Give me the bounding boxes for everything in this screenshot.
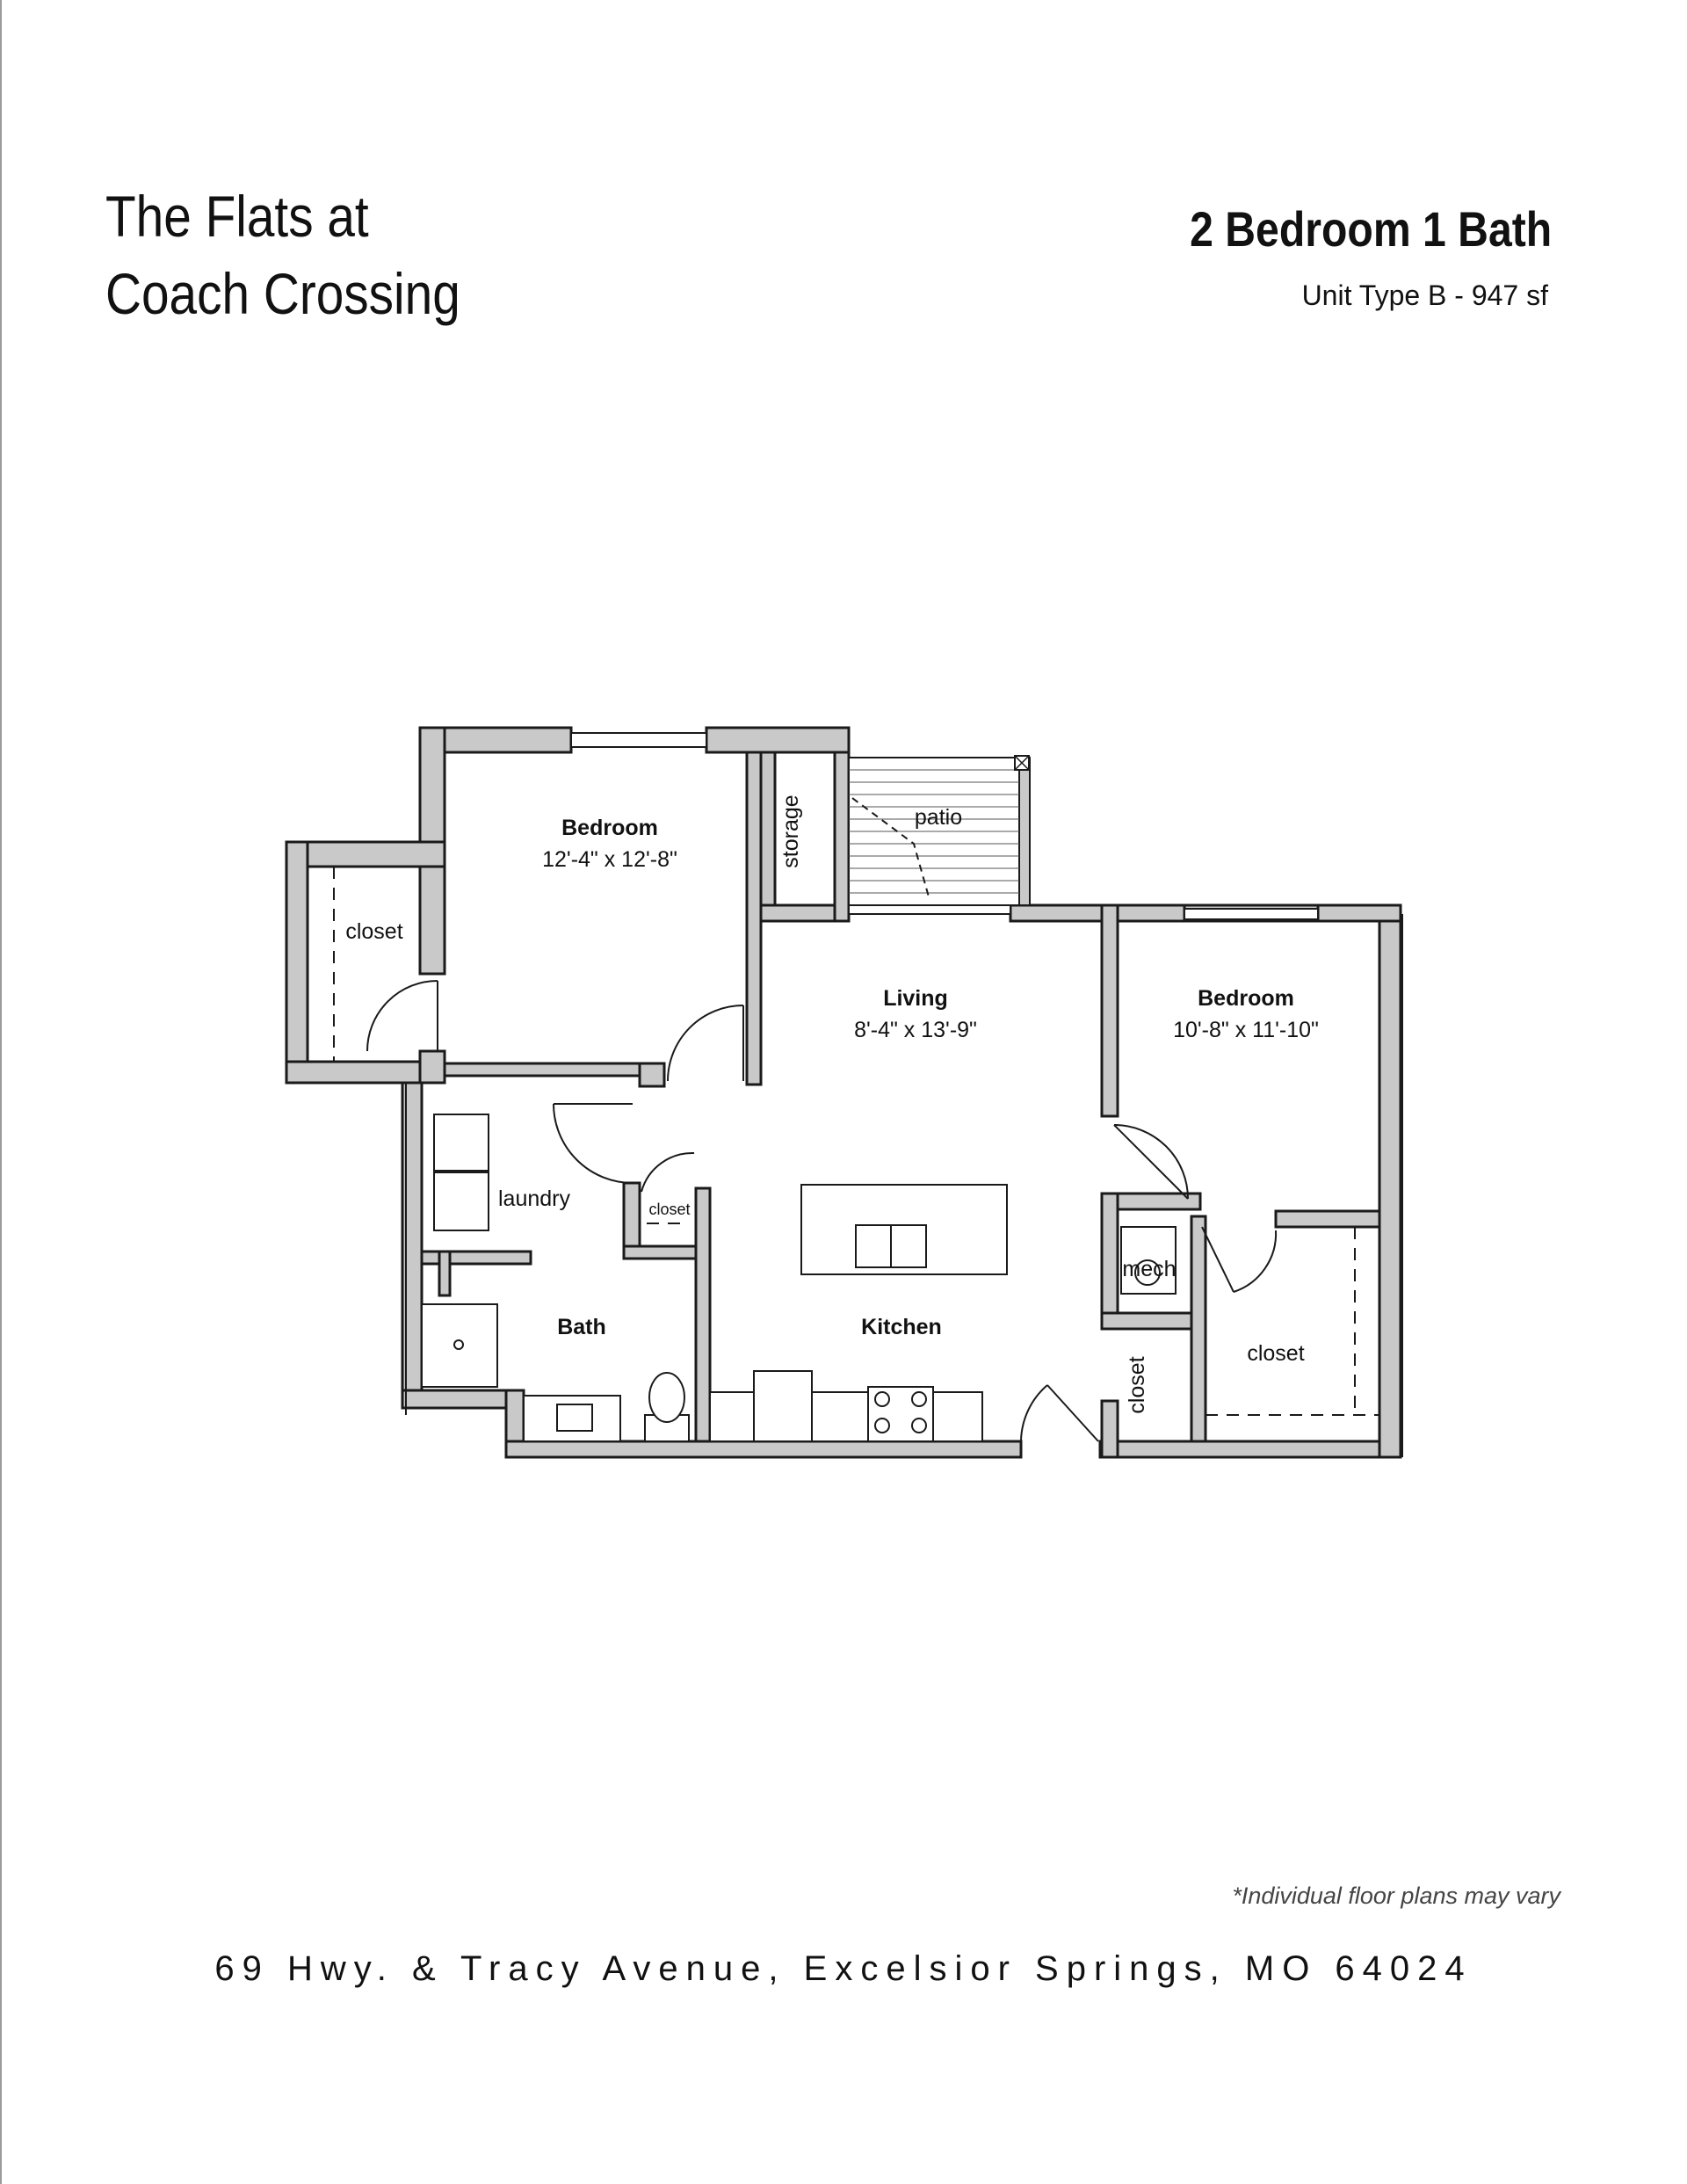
bedroom2-label: Bedroom <box>1198 986 1294 1011</box>
wall-closet-bottom <box>285 1060 446 1085</box>
page-edge <box>0 0 2 2184</box>
door-leaf-entry <box>1046 1384 1099 1442</box>
closet-vertical-label: closet <box>1125 1356 1149 1413</box>
door-leaf-mech <box>1201 1226 1234 1293</box>
door-swing-bedroom1 <box>667 1005 744 1082</box>
dishwasher <box>753 1370 813 1442</box>
toilet-tank <box>644 1414 690 1442</box>
door-swing-patio <box>851 797 930 901</box>
wall-bedroom2-top-right <box>1316 903 1402 923</box>
window-patio <box>848 904 1011 915</box>
wall-mech-bottom <box>1100 1311 1193 1331</box>
door-leaf-bedroom2 <box>1113 1124 1189 1200</box>
wall-bottom-kitchen <box>504 1440 1023 1459</box>
wall-bedroom1-bottom-left <box>443 1062 641 1077</box>
washer <box>433 1114 489 1172</box>
wall-storage-left <box>759 751 777 911</box>
patio-deck-lines <box>849 769 1019 894</box>
wall-kitchen-left <box>694 1186 712 1443</box>
patio-rail-right <box>1018 757 1031 906</box>
wall-bath-bottom-left <box>401 1389 515 1410</box>
door-swing-closet <box>366 980 438 1052</box>
windows <box>570 732 1319 920</box>
bedroom1-label: Bedroom <box>561 816 658 840</box>
door-swing-right-closet <box>1233 1230 1278 1293</box>
wall-closet-top <box>285 840 446 868</box>
disclaimer: *Individual floor plans may vary <box>1232 1883 1560 1909</box>
wall-bedroom2-top-left <box>1116 903 1186 923</box>
wall-bedroom1-bottom-stub <box>638 1062 666 1088</box>
wall-bedroom1-right <box>745 751 763 1086</box>
wall-bedroom2-right <box>1378 919 1402 1459</box>
bedroom2-dims: 10'-8" x 11'-10" <box>1173 1018 1319 1042</box>
living-label: Living <box>883 986 948 1011</box>
wall-inner-lines <box>405 914 1403 1457</box>
door-swing-bedroom2 <box>1113 1124 1189 1200</box>
kitchen-counter <box>709 1391 983 1442</box>
bathroom-sink <box>556 1404 593 1432</box>
bath-label: Bath <box>557 1315 606 1339</box>
wall-shower-left <box>438 1250 452 1297</box>
dryer <box>433 1172 489 1231</box>
door-swing-entry <box>1020 1384 1048 1442</box>
small-closet-label: closet <box>648 1201 690 1218</box>
vanity <box>523 1395 621 1442</box>
property-title-line1: The Flats at <box>105 184 369 249</box>
patio <box>848 755 1031 906</box>
patio-label: patio <box>915 805 962 830</box>
living-dims: 8'-4" x 13'-9" <box>854 1018 977 1042</box>
unit-name: 2 Bedroom 1 Bath <box>1189 201 1552 257</box>
wall-mech-left <box>1100 1192 1119 1331</box>
wall-bottom-right <box>1098 1440 1402 1459</box>
fixtures <box>421 1114 1177 1442</box>
storage-label: storage <box>778 795 803 867</box>
wall-storage-right <box>833 751 851 923</box>
wall-closet-right-left <box>1190 1215 1207 1443</box>
wall-bedroom2-left <box>1100 903 1119 1118</box>
property-title-line2: Coach Crossing <box>105 261 460 326</box>
walls <box>285 726 1402 1459</box>
laundry-label: laundry <box>498 1186 570 1211</box>
bedroom1-dims: 12'-4" x 12'-8" <box>542 847 677 872</box>
property-title: The Flats at Coach Crossing <box>105 178 460 332</box>
window-bedroom2 <box>1184 908 1319 920</box>
wall-closet-door-jamb <box>418 1049 446 1085</box>
wall-bedroom1-top-right <box>705 726 851 754</box>
closet-dashed-lines <box>333 867 1379 1416</box>
wall-closet-left <box>285 840 309 1085</box>
wall-closet-right-top <box>1274 1209 1381 1229</box>
window-bedroom1 <box>570 732 707 748</box>
wall-closet-vertical-left <box>1100 1399 1119 1459</box>
kitchen-label: Kitchen <box>861 1315 942 1339</box>
toilet-bowl <box>648 1372 685 1423</box>
door-swing-bath <box>553 1103 634 1184</box>
address: 69 Hwy. & Tracy Avenue, Excelsior Spring… <box>214 1949 1473 1988</box>
closet-left-label: closet <box>345 919 402 944</box>
mech-label: mech <box>1122 1257 1176 1281</box>
room-labels: Bedroom 12'-4" x 12'-8" closet storage p… <box>345 795 1319 1413</box>
unit-type: Unit Type B - 947 sf <box>1301 279 1548 311</box>
closet-right-label: closet <box>1247 1341 1304 1366</box>
door-swing-small-closet <box>641 1151 695 1193</box>
door-swings <box>366 797 1278 1442</box>
